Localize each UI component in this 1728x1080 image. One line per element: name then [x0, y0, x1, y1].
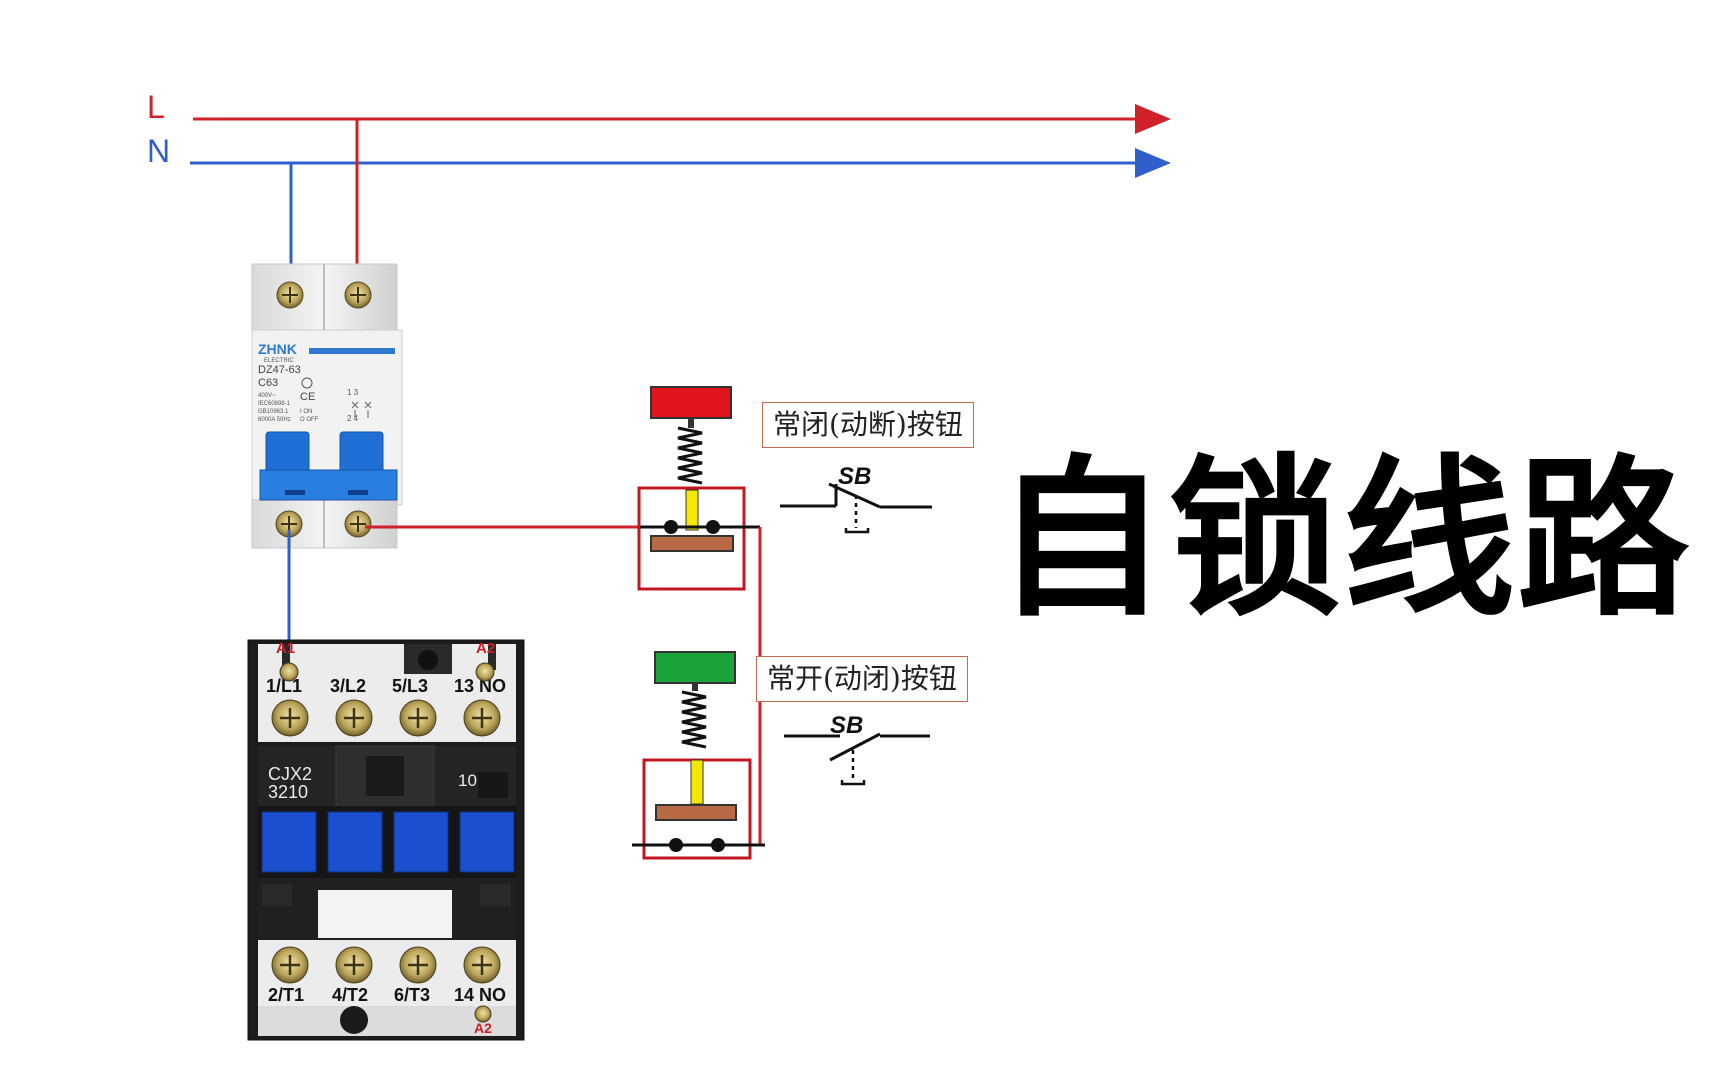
circuit-breaker: ZHNK ELECTRIC DZ47-63 C63 400V~ IEC60898…: [251, 263, 403, 549]
contactor-coil-a2-top: A2: [476, 640, 495, 657]
contactor-model-line1: CJX2: [268, 764, 312, 784]
nc-button-cap[interactable]: [650, 386, 732, 419]
contactor-coil-a2-bottom: A2: [474, 1020, 492, 1036]
breaker-symbol-icon: [351, 401, 372, 418]
page-title: 自锁线路: [995, 439, 1691, 640]
no-switch-symbol: SB: [784, 712, 930, 786]
nc-spring-icon: [677, 426, 703, 485]
breaker-brand-sub: ELECTRIC: [264, 358, 294, 364]
breaker-brand: ZHNK: [258, 341, 297, 357]
contactor: A1 A2 1/L1 3/L2 5/L3 13 NO CJX2 3210 10: [247, 639, 525, 1041]
contactor-terminal-13-no: 13 NO: [454, 676, 506, 696]
no-button: [632, 651, 765, 860]
contactor-coil-a1: A1: [276, 640, 295, 657]
contactor-screw-a1: [279, 662, 299, 682]
breaker-model: DZ47-63: [258, 364, 301, 376]
ce-mark-icon: CE: [300, 391, 315, 403]
contactor-window-1: [261, 811, 317, 873]
breaker-rating: C63: [258, 377, 278, 389]
line-l-label: L: [147, 89, 165, 125]
contactor-screw-a2: [475, 662, 495, 682]
line-n-label: N: [147, 133, 170, 169]
contactor-window-2: [327, 811, 383, 873]
no-button-cap[interactable]: [654, 651, 736, 684]
no-spring-icon: [681, 690, 707, 749]
contactor-aux-label: 10: [458, 771, 477, 790]
contactor-terminal-4-t2: 4/T2: [332, 985, 368, 1005]
ccc-mark-icon: [301, 377, 313, 389]
breaker-standard-1: IEC60898-1: [258, 401, 291, 407]
breaker-terminal-top: 1 3: [347, 388, 359, 397]
contactor-model-line2: 3210: [268, 782, 308, 802]
contactor-window-3: [393, 811, 449, 873]
contactor-terminal-14-no: 14 NO: [454, 985, 506, 1005]
contactor-terminal-1-l1: 1/L1: [266, 676, 302, 696]
no-symbol-label: SB: [830, 712, 863, 739]
contactor-window-4: [459, 811, 515, 873]
contactor-terminal-5-l3: 5/L3: [392, 676, 428, 696]
nc-button-caption: 常闭(动断)按钮: [762, 402, 974, 448]
breaker-capacity: 6000A 50Hz: [258, 417, 291, 423]
no-button-caption: 常开(动闭)按钮: [756, 656, 968, 702]
contactor-screw-a2-bottom: [474, 1005, 492, 1023]
breaker-on-label: I ON: [300, 409, 312, 415]
nc-button: [637, 386, 760, 591]
breaker-off-label: O OFF: [300, 417, 319, 423]
contactor-terminal-6-t3: 6/T3: [394, 985, 430, 1005]
breaker-voltage: 400V~: [258, 393, 276, 399]
nc-switch-symbol: SB: [780, 463, 932, 534]
contactor-terminal-2-t1: 2/T1: [268, 985, 304, 1005]
contactor-terminal-3-l2: 3/L2: [330, 676, 366, 696]
nc-symbol-label: SB: [838, 463, 871, 490]
breaker-standard-2: GB10963.1: [258, 409, 289, 415]
contactor-plunger: [318, 890, 452, 938]
breaker-terminal-bottom: 2 4: [347, 414, 359, 423]
